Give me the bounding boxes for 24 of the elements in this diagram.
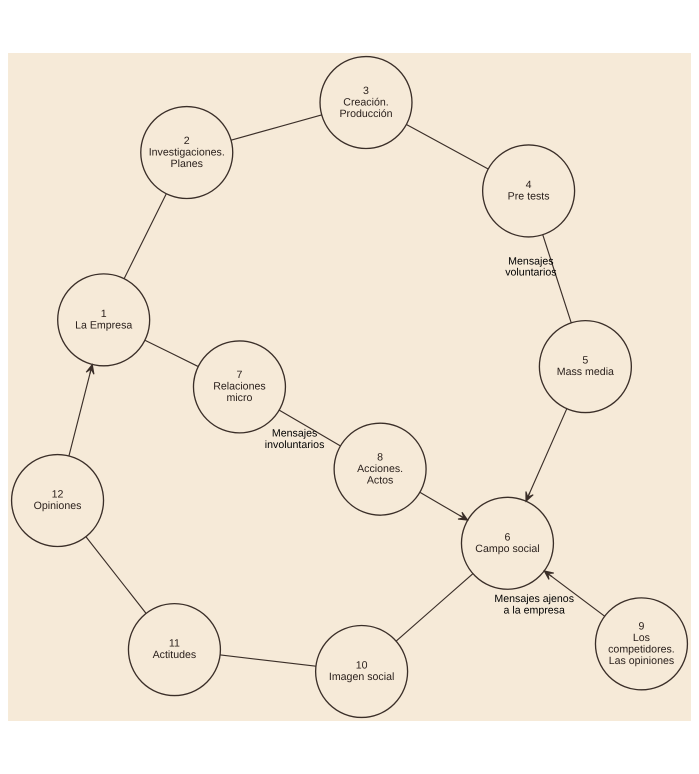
arrow [544, 570, 605, 617]
connector [406, 124, 488, 170]
node-circle: 1 La Empresa [57, 273, 150, 366]
connector [86, 536, 146, 614]
edge-label: Mensajes ajenos a la empresa [494, 593, 574, 617]
connector [144, 340, 198, 367]
connector [124, 194, 167, 279]
node-circle: 2 Investigaciones. Planes [140, 106, 234, 200]
node-circle: 5 Mass media [538, 320, 632, 414]
arrow [525, 408, 568, 502]
node-circle: 10 Imagen social [314, 624, 408, 718]
connector [230, 114, 322, 141]
arrow [420, 492, 468, 521]
connector [396, 573, 474, 642]
node-circle: 12 Opiniones [10, 454, 104, 548]
node-circle: 11 Actitudes [128, 602, 222, 696]
node-circle: 4 Pre tests [482, 144, 576, 238]
node-circle: 3 Creación. Producción [319, 56, 413, 150]
node-circle: 9 Los competidores. Las opiniones [594, 597, 688, 690]
connector [542, 234, 572, 323]
connector [279, 410, 341, 446]
arrow [68, 364, 94, 456]
node-circle: 8 Acciones. Actos [333, 422, 427, 516]
connector [220, 654, 316, 667]
